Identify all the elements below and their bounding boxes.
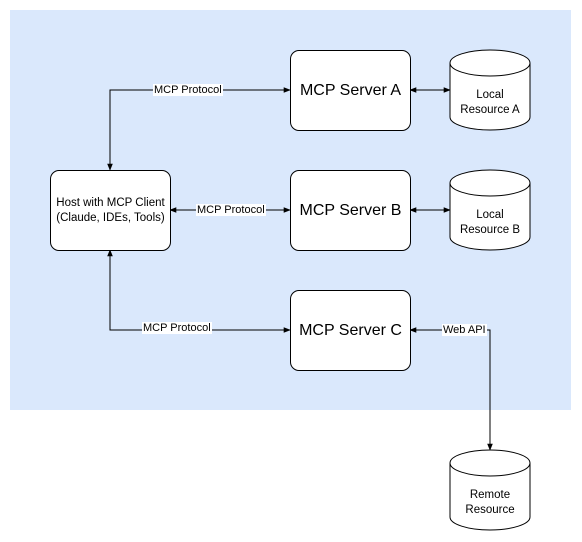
local-resource-b-label: Local Resource B [450,208,530,238]
mcp-server-b-box[interactable]: MCP Server B [290,170,411,251]
local-resource-b-cylinder [449,169,531,251]
connector-host-server-c [107,249,291,333]
remote-resource-line2: Resource [465,504,515,516]
mcp-server-b-label: MCP Server B [299,201,402,219]
mcp-server-c-label: MCP Server C [299,321,402,339]
local-resource-a-label: Local Resource A [450,88,530,118]
local-resource-b-line2: Resource B [459,224,521,236]
remote-resource-cylinder [449,449,531,531]
connector-server-c-remote-resource [409,327,493,451]
edge-label-host-server-c: MCP Protocol [142,322,212,334]
host-label-line1: Host with MCP Client [56,196,165,209]
mcp-server-a-label: MCP Server A [299,81,402,99]
local-resource-a-line2: Resource A [460,104,520,116]
local-resource-a-line1: Local [476,89,504,101]
local-resource-a-cylinder [449,49,531,131]
mcp-server-c-box[interactable]: MCP Server C [290,290,411,371]
mcp-server-a-box[interactable]: MCP Server A [290,50,411,131]
edge-label-host-server-b: MCP Protocol [196,204,266,216]
remote-resource-line1: Remote [469,489,511,501]
local-resource-b-line1: Local [476,209,504,221]
remote-resource-label: Remote Resource [450,488,530,518]
connector-host-server-a [107,87,291,171]
edge-label-web-api: Web API [442,324,487,336]
host-mcp-client-box[interactable]: Host with MCP Client (Claude, IDEs, Tool… [50,170,171,251]
host-label-line2: (Claude, IDEs, Tools) [56,211,165,224]
edge-label-host-server-a: MCP Protocol [153,84,223,96]
